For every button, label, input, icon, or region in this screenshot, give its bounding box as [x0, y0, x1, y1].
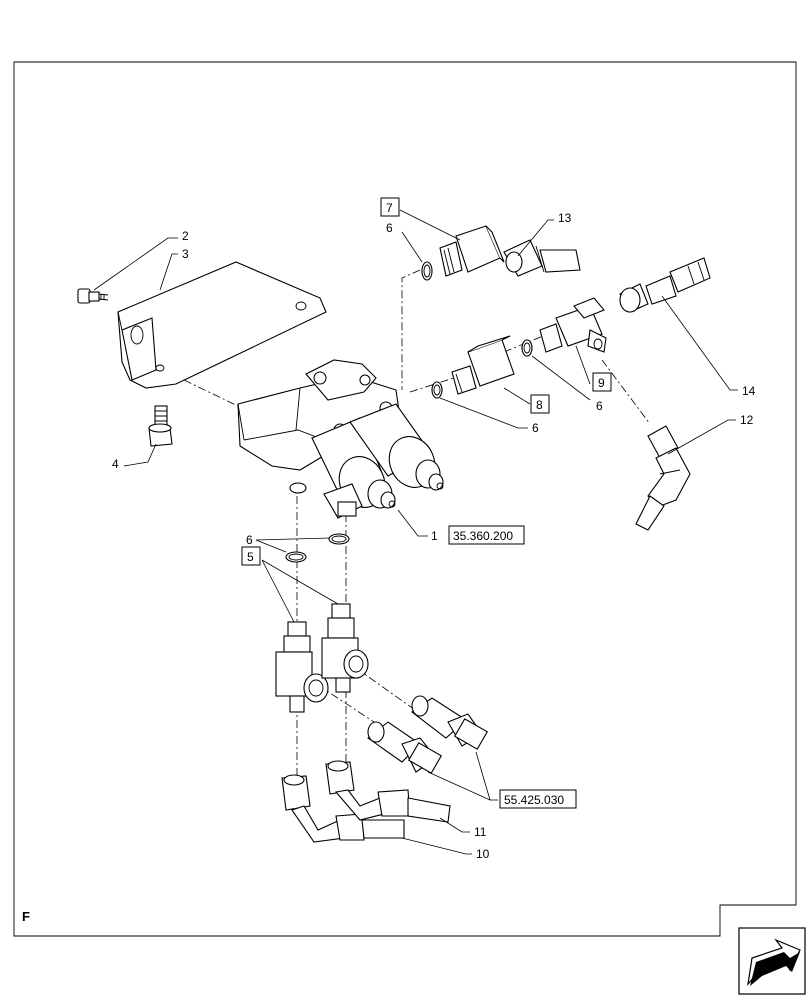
hose-14	[619, 257, 711, 313]
leader-2	[93, 237, 178, 291]
leader-1	[397, 509, 428, 537]
leader-55-425-030	[427, 751, 498, 801]
svg-text:7: 7	[386, 201, 393, 215]
leader-6-tee9	[531, 355, 591, 401]
leader-4	[123, 443, 157, 467]
callout-6-lower: 6	[246, 533, 253, 547]
callout-6-fitting8: 6	[532, 421, 539, 435]
hose-12	[635, 425, 691, 531]
centerline-bracket	[183, 379, 243, 409]
o-ring-tee-9	[521, 339, 533, 357]
reference-55-425-030[interactable]: 55.425.030	[499, 789, 577, 809]
elbow-fitting-13	[503, 239, 581, 277]
leader-5	[261, 559, 339, 623]
callout-4: 4	[112, 457, 119, 471]
hose-11	[325, 760, 451, 823]
pressure-switch-a	[367, 721, 443, 774]
centerline-switch-b	[355, 667, 419, 713]
o-ring-lower-right	[328, 533, 350, 545]
tee-fitting-5-right	[321, 603, 369, 693]
leader-7	[399, 209, 461, 241]
svg-text:5: 5	[247, 550, 254, 564]
callout-6-top: 6	[386, 221, 393, 235]
callout-14: 14	[742, 384, 756, 398]
fitting-8	[451, 335, 515, 395]
leader-3	[159, 253, 178, 291]
leader-14	[661, 295, 738, 391]
o-ring-lower-left	[285, 551, 307, 563]
callout-11: 11	[474, 825, 487, 839]
boxed-callout-9: 9	[592, 372, 612, 392]
o-ring-fitting-8	[431, 381, 443, 399]
callout-12: 12	[740, 413, 754, 427]
callout-2: 2	[182, 229, 189, 243]
centerline-hose-12	[601, 359, 651, 425]
centerline-fitting-7	[401, 269, 421, 390]
hose-10	[281, 774, 405, 843]
svg-text:8: 8	[536, 398, 543, 412]
tee-fitting-5-left	[275, 621, 329, 713]
capscrew-4	[148, 405, 173, 447]
leader-6-top	[401, 231, 423, 263]
leader-11	[439, 817, 470, 833]
boxed-callout-7: 7	[380, 197, 400, 217]
corner-label: F	[22, 909, 30, 924]
solenoid-valve	[237, 359, 444, 519]
mounting-bracket	[117, 261, 327, 389]
leader-6-lower	[255, 537, 331, 553]
centerline-fitting-8	[409, 375, 461, 393]
bolt-2	[77, 288, 109, 304]
leader-12	[667, 419, 736, 455]
callout-1: 1	[431, 529, 438, 543]
callout-3: 3	[182, 247, 189, 261]
callout-13: 13	[558, 211, 572, 225]
svg-text:35.360.200: 35.360.200	[453, 529, 513, 543]
svg-text:55.425.030: 55.425.030	[504, 793, 564, 807]
next-page-arrow-icon[interactable]	[738, 927, 806, 995]
leader-9	[575, 345, 591, 385]
o-ring-upper	[421, 261, 433, 281]
callout-10: 10	[476, 847, 490, 861]
callout-6-tee9: 6	[596, 399, 603, 413]
boxed-callout-8: 8	[530, 394, 550, 414]
drawing-frame	[13, 61, 797, 937]
tee-fitting-9	[539, 297, 607, 353]
reference-35-360-200[interactable]: 35.360.200	[448, 525, 525, 545]
leader-13	[517, 219, 554, 257]
boxed-callout-5: 5	[241, 546, 261, 566]
svg-text:9: 9	[598, 376, 605, 390]
fitting-7	[439, 225, 505, 277]
pressure-switch-b	[411, 695, 489, 750]
leader-10	[401, 837, 472, 855]
leader-6-fitting8	[439, 397, 528, 429]
leader-8	[503, 387, 531, 405]
